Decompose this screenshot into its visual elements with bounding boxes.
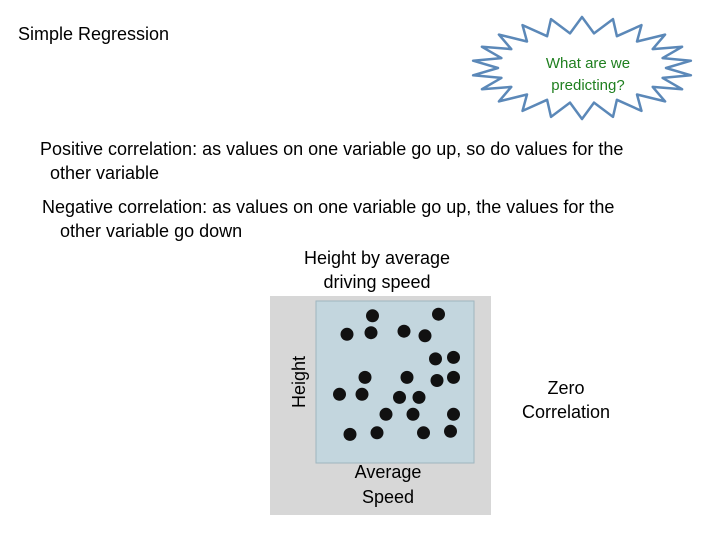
callout-text: What are we predicting? [545, 55, 631, 94]
scatter-point-2 [432, 307, 445, 321]
x-axis-label-line2: Speed [362, 487, 414, 507]
scatter-point-7 [429, 352, 442, 366]
starburst-outline [471, 15, 693, 121]
scatter-points [333, 307, 460, 441]
scatter-point-10 [400, 370, 414, 384]
scatter-point-5 [397, 324, 411, 338]
chart-title-line1: Height by average [303, 248, 451, 268]
x-axis-label-line1: Average [355, 462, 422, 482]
scatter-point-23 [444, 424, 457, 438]
bullet-positive-line2: other variable [50, 163, 160, 183]
scatter-point-3 [340, 327, 354, 341]
zero-label-line1: Zero [547, 378, 585, 398]
y-axis-label: Height [289, 356, 309, 408]
scatter-point-21 [370, 426, 384, 440]
scatter-point-11 [430, 374, 444, 387]
bullet-negative-line1: Negative correlation: as values on one v… [42, 197, 615, 217]
callout-starburst: What are we predicting? [468, 14, 696, 122]
scatter-point-8 [447, 350, 460, 364]
zero-label-line2: Correlation [521, 402, 611, 422]
scatter-point-6 [418, 329, 432, 343]
scatter-point-13 [333, 387, 346, 401]
zero-correlation-label: Zero Correlation [506, 376, 626, 424]
scatter-point-16 [412, 390, 426, 404]
slide-title: Simple Regression [18, 24, 170, 44]
bullet-negative-line2: other variable go down [60, 221, 243, 241]
scatter-point-15 [393, 390, 406, 404]
scatter-point-12 [447, 370, 460, 384]
scatter-point-19 [447, 407, 460, 421]
scatter-point-4 [364, 326, 378, 340]
scatter-point-18 [406, 407, 420, 421]
scatter-point-9 [358, 370, 372, 384]
scatter-point-20 [343, 427, 357, 441]
scatter-point-14 [355, 387, 369, 401]
starburst-shape [471, 15, 693, 121]
chart-title-line2: driving speed [323, 272, 431, 292]
scatter-point-1 [366, 309, 379, 323]
bullet-positive-line1: Positive correlation: as values on one v… [40, 139, 624, 159]
scatter-point-17 [379, 407, 393, 421]
bullet-positive-correlation: Positive correlation: as values on one v… [40, 137, 700, 185]
scatter-point-22 [417, 426, 430, 440]
bullet-negative-correlation: Negative correlation: as values on one v… [42, 195, 702, 243]
chart-title: Height by average driving speed [282, 246, 472, 294]
